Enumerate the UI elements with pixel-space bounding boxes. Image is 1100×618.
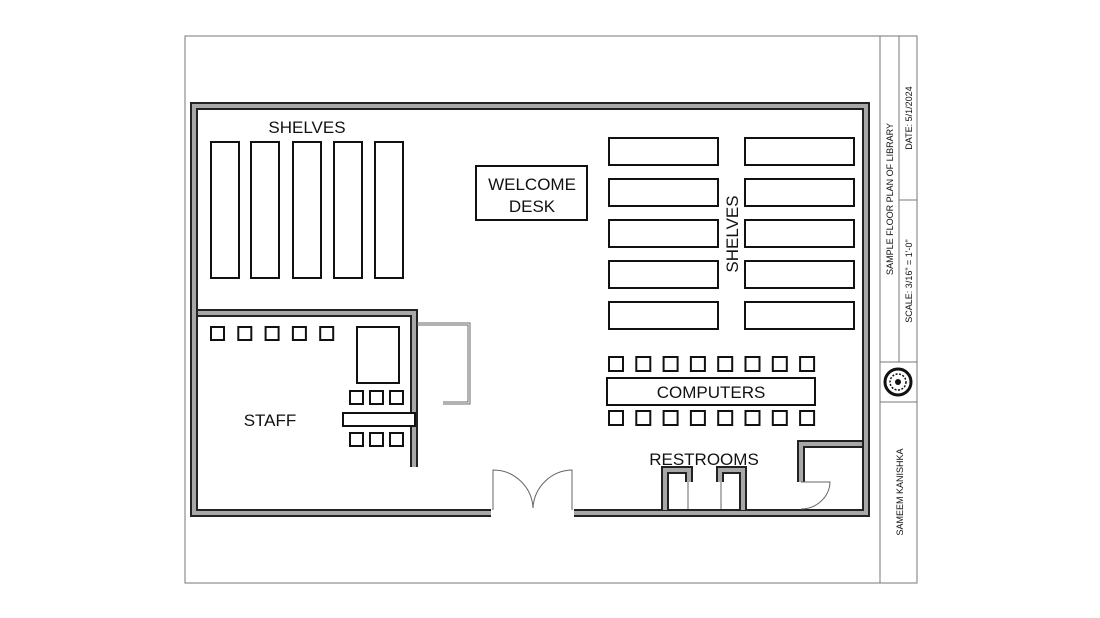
- shelf: [608, 219, 719, 248]
- chair: [608, 410, 624, 426]
- shelf: [292, 141, 322, 279]
- chair: [635, 356, 652, 372]
- computers-label: COMPUTERS: [657, 383, 766, 402]
- staff-door: [417, 322, 471, 405]
- computer-chairs: [608, 356, 816, 426]
- computer-table: [606, 377, 816, 406]
- shelf: [608, 260, 719, 289]
- chair: [369, 390, 384, 405]
- chair: [689, 356, 706, 372]
- shelves-right-label: SHELVES: [723, 195, 742, 272]
- shelf: [744, 260, 855, 289]
- date-text: DATE: 5/1/2024: [904, 86, 914, 149]
- sheet-border: [184, 35, 918, 584]
- chair: [662, 356, 679, 372]
- chair: [717, 356, 734, 372]
- shelf: [250, 141, 280, 279]
- welcome-desk: [475, 165, 588, 221]
- chair: [608, 356, 624, 372]
- shelf: [744, 219, 855, 248]
- logo-seal: [883, 367, 913, 397]
- chair: [349, 432, 364, 447]
- restroom-doors: [687, 481, 831, 510]
- chair: [689, 410, 706, 426]
- chair: [389, 390, 404, 405]
- chair: [369, 432, 384, 447]
- title-text: SAMPLE FLOOR PLAN OF LIBRARY: [885, 123, 895, 275]
- chair: [237, 326, 253, 341]
- entrance-doors: [492, 469, 573, 510]
- chair: [349, 390, 364, 405]
- staff-label: STAFF: [244, 411, 297, 430]
- welcome-desk-label: DESK: [509, 197, 556, 216]
- shelf: [744, 178, 855, 207]
- shelves-left-label: SHELVES: [268, 118, 345, 137]
- shelf: [608, 137, 719, 166]
- shelf: [210, 141, 240, 279]
- chair: [389, 432, 404, 447]
- chair: [291, 326, 307, 341]
- chair: [264, 326, 280, 341]
- chair: [635, 410, 652, 426]
- welcome-desk-label: WELCOME: [488, 175, 576, 194]
- author-text: SAMEEM KANISHKA: [895, 448, 905, 535]
- chair: [717, 410, 734, 426]
- shelf: [744, 301, 855, 330]
- scale-text: SCALE: 3/16" = 1'-0": [904, 239, 914, 322]
- shelf: [333, 141, 363, 279]
- chair: [771, 356, 788, 372]
- shelves-right: [608, 137, 855, 330]
- shelf: [374, 141, 404, 279]
- chair: [744, 410, 761, 426]
- staff-table: [356, 326, 400, 384]
- shelf: [608, 301, 719, 330]
- chair: [799, 356, 816, 372]
- chair: [799, 410, 816, 426]
- chair: [771, 410, 788, 426]
- staff-counter: [342, 412, 416, 427]
- shelves-left: [210, 141, 404, 279]
- chair: [319, 326, 335, 341]
- shelf: [608, 178, 719, 207]
- shelf: [744, 137, 855, 166]
- chair: [662, 410, 679, 426]
- chair: [744, 356, 761, 372]
- restrooms-label: RESTROOMS: [649, 450, 759, 469]
- staff-chairs: [210, 326, 404, 447]
- chair: [210, 326, 225, 341]
